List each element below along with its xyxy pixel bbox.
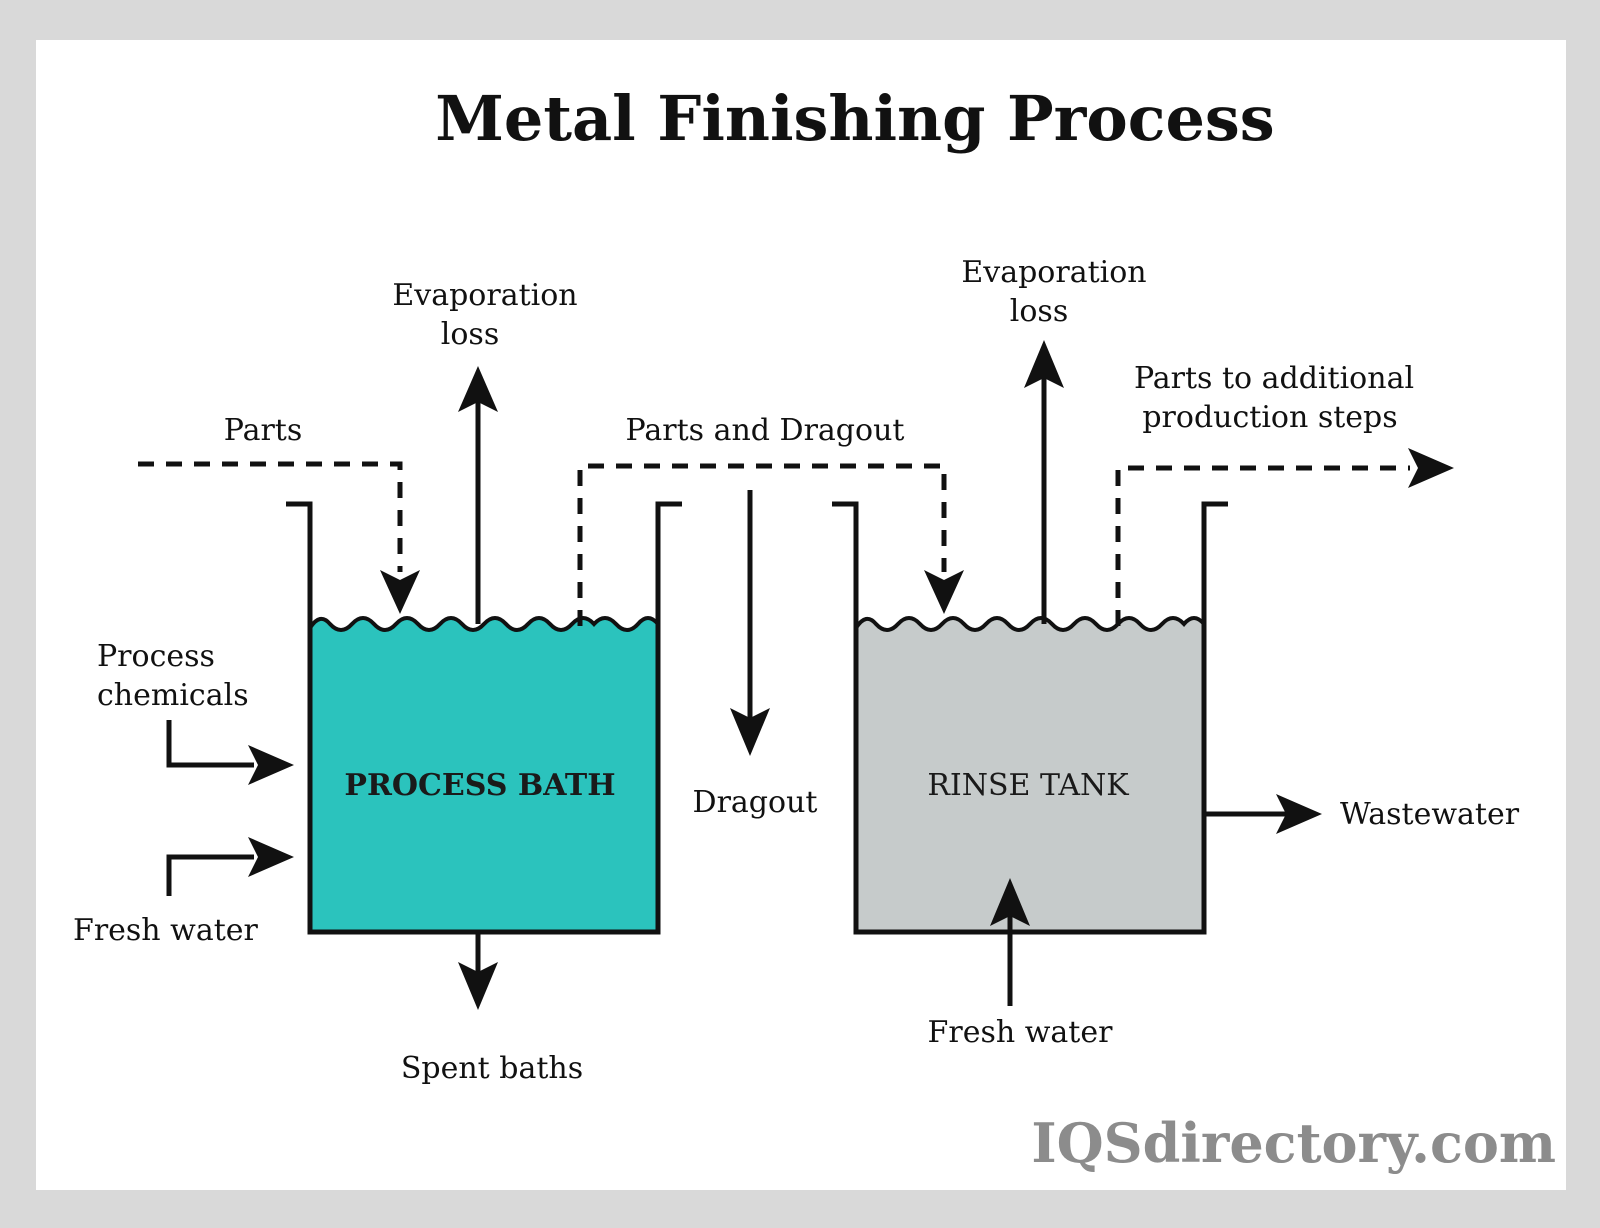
parts-label: Parts <box>224 413 303 448</box>
rinse-tank: RINSE TANK <box>832 501 1228 935</box>
parts-and-dragout-arrow <box>577 463 964 626</box>
rinse-tank-label: RINSE TANK <box>927 768 1129 803</box>
evaporation-loss-label-2-line2: loss <box>1010 294 1068 329</box>
parts-flow-arrow <box>138 461 420 614</box>
process-chemicals-label-line1: Process <box>97 639 215 674</box>
diagram-panel <box>36 40 1566 1190</box>
process-bath-label: PROCESS BATH <box>344 768 615 803</box>
rinse-tank-walls <box>832 501 1228 935</box>
parts-to-additional-steps-arrow <box>1115 448 1454 626</box>
evaporation-loss-arrow-2 <box>1024 340 1064 624</box>
diagram-title: Metal Finishing Process <box>435 82 1274 155</box>
brand-watermark: IQSdirectory.com <box>1031 1111 1556 1175</box>
wastewater-label: Wastewater <box>1340 797 1520 832</box>
fresh-water-left-label: Fresh water <box>73 913 259 948</box>
spent-baths-arrow <box>458 932 498 1010</box>
parts-and-dragout-label: Parts and Dragout <box>626 413 905 448</box>
spent-baths-label: Spent baths <box>401 1051 583 1086</box>
process-bath-tank: PROCESS BATH <box>286 501 682 935</box>
process-bath-walls <box>286 501 682 935</box>
fresh-water-bottom-label: Fresh water <box>928 1015 1114 1050</box>
fresh-water-bottom-arrow <box>990 878 1030 1006</box>
wastewater-arrow <box>1204 794 1322 834</box>
dragout-label: Dragout <box>693 785 818 820</box>
process-chemicals-label-line2: chemicals <box>97 678 249 713</box>
rinse-tank-liquid <box>854 616 1206 934</box>
dragout-arrow <box>730 490 770 756</box>
parts-to-additional-label-line1: Parts to additional <box>1134 361 1414 396</box>
fresh-water-left-arrow <box>166 837 294 896</box>
parts-to-additional-label-line2: production steps <box>1142 400 1397 435</box>
process-bath-liquid <box>308 616 660 934</box>
evaporation-loss-label-1-line2: loss <box>441 317 499 352</box>
evaporation-loss-label-2-line1: Evaporation <box>961 255 1146 290</box>
evaporation-loss-label-1-line1: Evaporation <box>392 278 577 313</box>
process-chemicals-arrow <box>166 720 294 785</box>
evaporation-loss-arrow-1 <box>458 366 498 624</box>
